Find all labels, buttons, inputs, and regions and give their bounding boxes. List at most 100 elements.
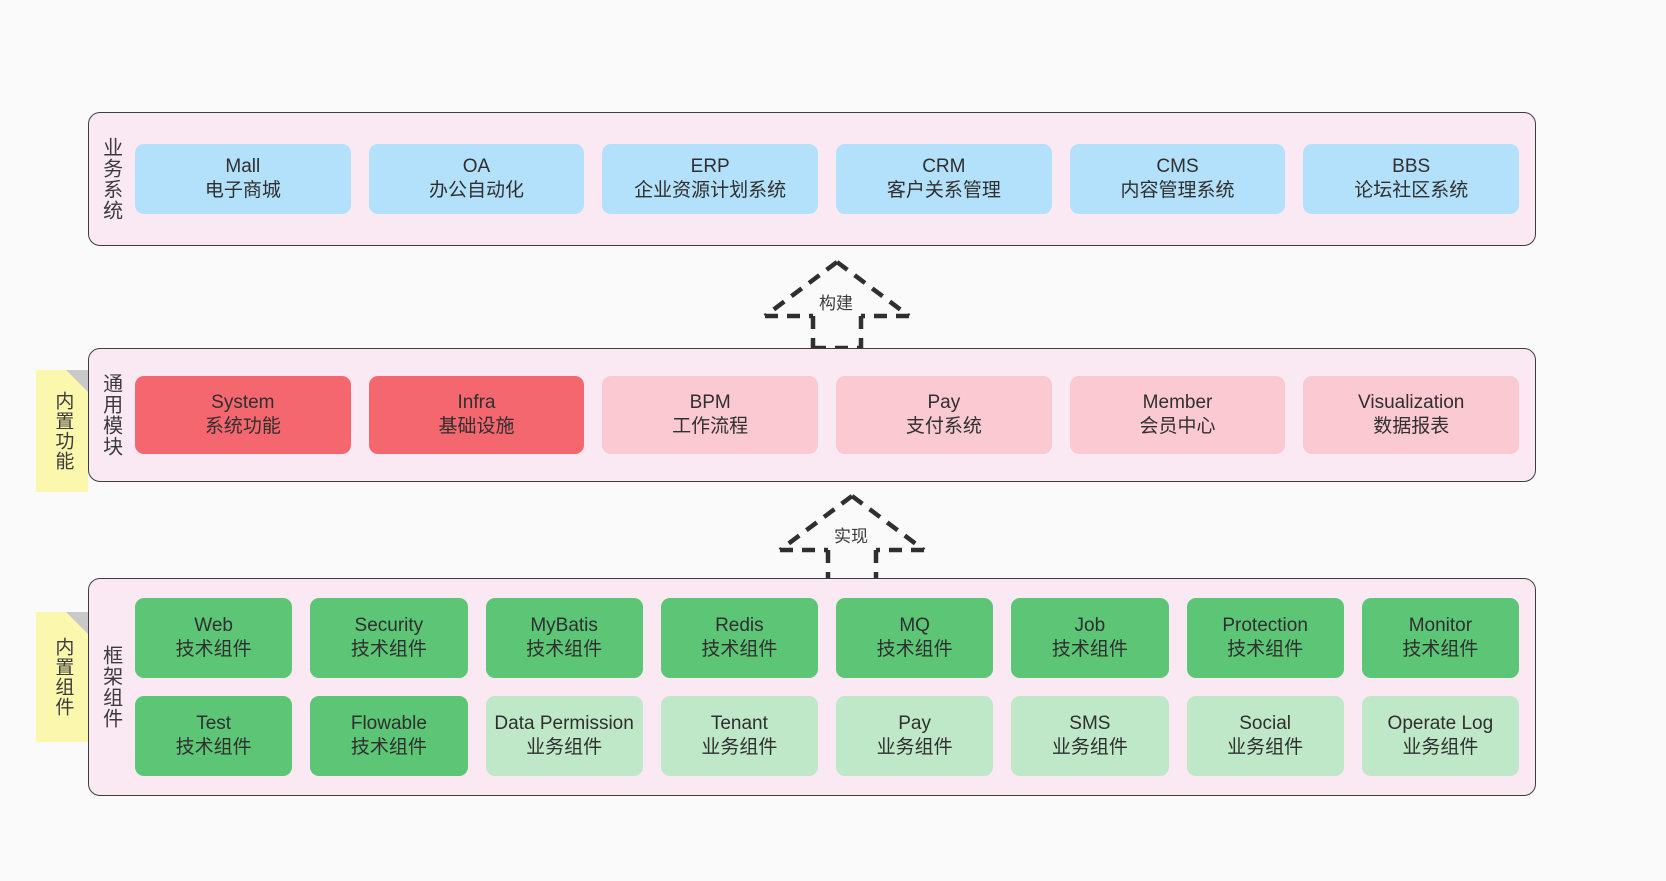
component-card-desc: 办公自动化	[429, 180, 525, 201]
layer-common-modules-title: 通用模块	[99, 373, 122, 457]
component-card-name: OA	[462, 155, 491, 177]
component-card-cms[interactable]: CMS 内容管理系统	[1069, 144, 1286, 214]
component-card-desc: 内容管理系统	[1120, 180, 1235, 201]
layer-business-systems-title: 业务系统	[99, 137, 122, 221]
component-card-desc: 业务组件	[1227, 737, 1304, 758]
component-card-mq[interactable]: MQ 技术组件	[836, 598, 994, 678]
component-card-social[interactable]: Social 业务组件	[1186, 696, 1344, 776]
component-card-name: Visualization	[1358, 391, 1465, 413]
component-card-name: Flowable	[350, 712, 427, 734]
component-card-name: CMS	[1156, 155, 1199, 177]
component-card-name: SMS	[1069, 712, 1111, 734]
component-card-desc: 业务组件	[526, 737, 603, 758]
component-card-desc: 系统功能	[204, 416, 281, 437]
component-card-monitor[interactable]: Monitor 技术组件	[1361, 598, 1519, 678]
component-card-desc: 基础设施	[438, 416, 515, 437]
component-card-system[interactable]: System 系统功能	[135, 376, 351, 454]
component-card-desc: 业务组件	[1402, 737, 1479, 758]
component-card-desc: 技术组件	[526, 639, 603, 660]
component-card-name: Infra	[457, 391, 496, 413]
sticky-note-builtin-functions-label: 内置功能	[52, 391, 74, 471]
sticky-note-builtin-components-label: 内置组件	[52, 637, 74, 717]
component-card-name: Mall	[225, 155, 261, 177]
component-card-tenant[interactable]: Tenant 业务组件	[660, 696, 818, 776]
component-card-desc: 技术组件	[350, 639, 427, 660]
component-card-web[interactable]: Web 技术组件	[135, 598, 293, 678]
component-card-name: Social	[1239, 712, 1291, 734]
component-card-name: MQ	[899, 614, 930, 636]
component-card-test[interactable]: Test 技术组件	[135, 696, 293, 776]
layer-common-modules: 通用模块 System 系统功能 Infra 基础设施 BPM 工作流程 Pay 支付系统 Me…	[88, 348, 1536, 482]
component-card-desc: 技术组件	[876, 639, 953, 660]
component-card-desc: 会员中心	[1139, 416, 1216, 437]
component-card-mall[interactable]: Mall 电子商城	[135, 144, 351, 214]
component-card-desc: 客户关系管理	[886, 180, 1001, 201]
component-card-desc: 技术组件	[350, 737, 427, 758]
relation-label-build: 构建	[819, 294, 853, 313]
component-card-oa[interactable]: OA 办公自动化	[368, 144, 585, 214]
note-fold-corner-icon	[66, 612, 88, 634]
component-card-name: Redis	[715, 614, 764, 636]
layer-framework-components-title: 框架组件	[99, 645, 122, 729]
component-card-desc: 技术组件	[175, 639, 252, 660]
component-card-name: Protection	[1222, 614, 1308, 636]
generalization-arrow-build-icon	[761, 258, 913, 352]
component-card-desc: 业务组件	[876, 737, 953, 758]
component-card-desc: 支付系统	[905, 416, 982, 437]
component-card-redis[interactable]: Redis 技术组件	[660, 598, 818, 678]
component-card-name: Web	[194, 614, 233, 636]
component-card-name: MyBatis	[530, 614, 598, 636]
component-card-operate-log[interactable]: Operate Log 业务组件	[1361, 696, 1519, 776]
component-card-pay[interactable]: Pay 支付系统	[836, 376, 1052, 454]
sticky-note-builtin-functions: 内置功能	[36, 370, 88, 492]
component-card-flowable[interactable]: Flowable 技术组件	[310, 696, 468, 776]
component-card-mybatis[interactable]: MyBatis 技术组件	[485, 598, 643, 678]
component-card-name: BPM	[689, 391, 731, 413]
component-card-name: Test	[196, 712, 232, 734]
component-card-desc: 技术组件	[175, 737, 252, 758]
component-card-name: BBS	[1392, 155, 1431, 177]
component-card-name: System	[211, 391, 275, 413]
component-card-bpm[interactable]: BPM 工作流程	[602, 376, 819, 454]
component-card-name: Operate Log	[1387, 712, 1494, 734]
component-card-name: Job	[1074, 614, 1106, 636]
note-fold-corner-icon	[66, 370, 88, 392]
component-card-desc: 技术组件	[701, 639, 778, 660]
component-card-desc: 工作流程	[672, 416, 749, 437]
component-card-desc: 业务组件	[701, 737, 778, 758]
generalization-arrow-implement-icon	[776, 492, 928, 586]
component-card-name: Security	[354, 614, 424, 636]
sticky-note-builtin-components: 内置组件	[36, 612, 88, 742]
component-card-desc: 电子商城	[204, 180, 281, 201]
component-card-crm[interactable]: CRM 客户关系管理	[836, 144, 1052, 214]
component-card-name: Pay	[927, 391, 961, 413]
component-card-desc: 技术组件	[1402, 639, 1479, 660]
component-card-name: CRM	[922, 155, 966, 177]
component-card-name: Monitor	[1408, 614, 1473, 636]
relation-label-implement: 实现	[834, 527, 868, 546]
component-card-infra[interactable]: Infra 基础设施	[368, 376, 585, 454]
component-card-desc: 技术组件	[1227, 639, 1304, 660]
component-card-sms[interactable]: SMS 业务组件	[1011, 696, 1169, 776]
component-card-desc: 业务组件	[1051, 737, 1128, 758]
component-card-security[interactable]: Security 技术组件	[310, 598, 468, 678]
component-card-desc: 企业资源计划系统	[634, 180, 787, 201]
component-card-protection[interactable]: Protection 技术组件	[1186, 598, 1344, 678]
component-card-name: Tenant	[710, 712, 768, 734]
